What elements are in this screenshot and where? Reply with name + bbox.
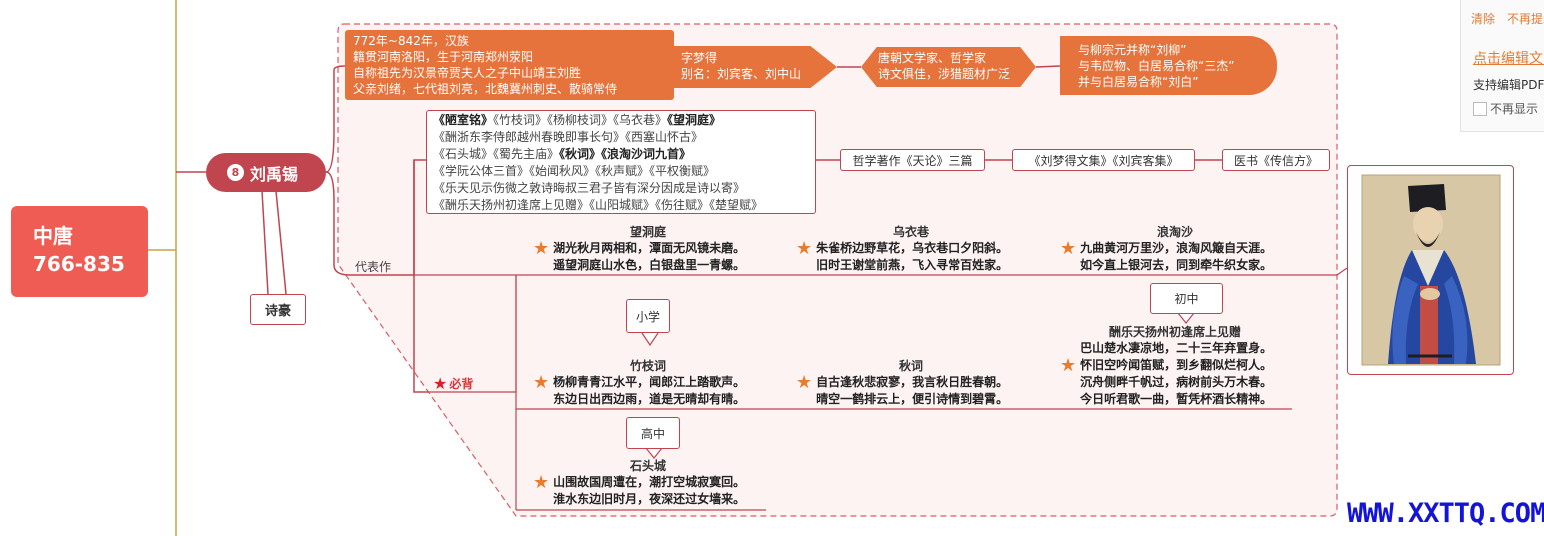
fame-line: 与韦应物、白居易合称“三杰” <box>1078 59 1235 73</box>
works-line: 《乐天见示伤微之敦诗晦叔三君子皆有深分因成是诗以寄》 <box>433 180 746 195</box>
poem-line: 巴山楚水凄凉地，二十三年弃置身。 <box>1080 341 1273 355</box>
works-line: 《学阮公体三首》《始闻秋风》《秋声赋》《平权衡赋》 <box>433 163 716 178</box>
poem-line: 今日听君歌一曲，暂凭杯酒长精神。 <box>1080 392 1273 406</box>
poem-wangdongting[interactable]: 望洞庭 ★ 湖光秋月两相和，潭面无风镜未磨。 遥望洞庭山水色，白银盘里一青螺。 <box>533 223 763 274</box>
bio-line: 父亲刘绪，七代祖刘亮，北魏冀州刺史、散骑常侍 <box>353 82 618 96</box>
biography-node[interactable]: 772年~842年，汉族 籍贯河南洛阳，生于河南郑州荥阳 自称祖先为汉景帝贾夫人… <box>345 30 674 100</box>
poem-shitoucheng[interactable]: 石头城 ★ 山围故国周遭在，潮打空城寂寞回。 淮水东边旧时月，夜深还过女墙来。 <box>533 457 763 508</box>
red-star-icon: ★ <box>433 374 448 393</box>
poem-zhuzhici[interactable]: 竹枝词 ★ 杨柳青青江水平，闻郎江上踏歌声。 东边日出西边雨，道是无晴却有晴。 <box>533 357 763 408</box>
works-line: 《陋室铭》《竹枝词》《杨柳枝词》《乌衣巷》《望洞庭》 <box>433 113 722 127</box>
star-icon: ★ <box>533 472 550 493</box>
works-line: 《酬乐天扬州初逢席上见赠》《山阳城赋》《伤往赋》《楚望赋》 <box>433 197 764 212</box>
courtesy-name: 字梦得 <box>681 51 718 65</box>
poem-title: 望洞庭 <box>629 225 666 239</box>
poet-node[interactable]: 8 刘禹锡 <box>206 153 326 192</box>
poem-line: 如今直上银河去，同到牵牛织女家。 <box>1080 258 1273 272</box>
poem-line: 怀旧空吟闻笛赋，到乡翻似烂柯人。 <box>1080 358 1273 372</box>
poem-wuyixiang[interactable]: 乌衣巷 ★ 朱雀桥边野草花，乌衣巷口夕阳斜。 旧时王谢堂前燕，飞入寻常百姓家。 <box>796 223 1026 274</box>
poem-title: 秋词 <box>898 359 923 373</box>
poet-index-badge: 8 <box>227 164 244 181</box>
philosophy-works-node[interactable]: 哲学著作《天论》三篇 <box>840 149 985 171</box>
works-line: 《石头城》《蜀先主庙》《秋词》《浪淘沙词九首》 <box>433 146 692 161</box>
poet-portrait-image <box>1361 174 1501 366</box>
courtesy-name-node[interactable]: 字梦得 别名：刘宾客、刘中山 <box>671 46 837 88</box>
representative-works-label[interactable]: 代表作 <box>355 260 392 274</box>
checkbox-icon[interactable] <box>1473 101 1487 116</box>
poem-title: 竹枝词 <box>629 359 666 373</box>
grade-senior-tag[interactable]: 高中 <box>626 417 680 449</box>
star-icon: ★ <box>533 372 550 393</box>
poem-line: 湖光秋月两相和，潭面无风镜未磨。 <box>553 241 746 255</box>
poem-line: 自古逢秋悲寂寥，我言秋日胜春朝。 <box>816 375 1009 389</box>
no-remind-button[interactable]: 不再提示 <box>1507 12 1544 26</box>
edit-text-link[interactable]: 点击编辑文字 <box>1473 51 1544 67</box>
grade-primary-tag[interactable]: 小学 <box>626 299 670 333</box>
star-icon: ★ <box>1060 355 1077 376</box>
medical-book-node[interactable]: 医书《传信方》 <box>1222 149 1330 171</box>
poem-line: 淮水东边旧时月，夜深还过女墙来。 <box>553 492 746 506</box>
career-line: 诗文俱佳，涉猎题材广泛 <box>878 67 1011 81</box>
fame-line: 与柳宗元并称“刘柳” <box>1078 43 1187 57</box>
poem-title: 石头城 <box>629 459 666 473</box>
poem-line: 杨柳青青江水平，闻郎江上踏歌声。 <box>553 375 746 389</box>
works-line: 《酬浙东李侍郎越州春晚即事长句》《西塞山怀古》 <box>433 129 704 144</box>
poem-line: 旧时王谢堂前燕，飞入寻常百姓家。 <box>816 258 1009 272</box>
poem-title: 浪淘沙 <box>1156 225 1193 239</box>
dont-show-again-checkbox[interactable]: 不再显示 <box>1473 100 1538 117</box>
career-line: 唐朝文学家、哲学家 <box>878 51 987 65</box>
era-name: 中唐 <box>33 224 73 248</box>
bio-line: 772年~842年，汉族 <box>353 34 469 48</box>
poem-line: 沉舟侧畔千帆过，病树前头万木春。 <box>1080 375 1273 389</box>
fame-node[interactable]: 与柳宗元并称“刘柳” 与韦应物、白居易合称“三杰” 并与白居易合称“刘白” <box>1060 36 1277 95</box>
poem-line: 晴空一鹤排云上，便引诗情到碧霄。 <box>816 392 1009 406</box>
star-icon: ★ <box>796 372 813 393</box>
poet-title-tag[interactable]: 诗豪 <box>250 294 306 325</box>
era-years: 766-835 <box>33 252 125 276</box>
collected-works-node[interactable]: 《刘梦得文集》《刘宾客集》 <box>1012 149 1195 171</box>
star-icon: ★ <box>1060 238 1077 259</box>
poet-name: 刘禹锡 <box>250 164 299 184</box>
star-icon: ★ <box>533 238 550 259</box>
site-watermark: WWW.XXTTQ.COM <box>1347 498 1544 529</box>
clear-button[interactable]: 清除 <box>1471 12 1496 26</box>
bio-line: 籍贯河南洛阳，生于河南郑州荥阳 <box>353 50 534 64</box>
poem-line: 朱雀桥边野草花，乌衣巷口夕阳斜。 <box>816 241 1009 255</box>
poem-line: 九曲黄河万里沙，浪淘风簸自天涯。 <box>1080 241 1273 255</box>
fame-line: 并与白居易合称“刘白” <box>1078 75 1199 89</box>
career-node[interactable]: 唐朝文学家、哲学家 诗文俱佳，涉猎题材广泛 <box>861 47 1036 87</box>
poem-line: 东边日出西边雨，道是无晴却有晴。 <box>553 392 746 406</box>
alias-names: 别名：刘宾客、刘中山 <box>681 67 802 81</box>
poem-line: 遥望洞庭山水色，白银盘里一青螺。 <box>553 258 746 272</box>
edit-side-panel: 清除不再提示 点击编辑文字 支持编辑PDF文件 不再显示 <box>1460 0 1544 132</box>
grade-junior-tag[interactable]: 初中 <box>1150 283 1223 314</box>
star-icon: ★ <box>796 238 813 259</box>
era-node[interactable]: 中唐 766-835 <box>11 206 148 297</box>
poet-portrait-frame[interactable] <box>1347 165 1514 375</box>
must-recite-label[interactable]: ★ 必背 <box>433 374 474 393</box>
poem-title: 乌衣巷 <box>892 225 929 239</box>
poem-line: 山围故国周遭在，潮打空城寂寞回。 <box>553 475 746 489</box>
edit-pdf-description: 支持编辑PDF文件 <box>1473 78 1544 92</box>
bio-line: 自称祖先为汉景帝贾夫人之子中山靖王刘胜 <box>353 66 582 80</box>
works-list-node[interactable]: 《陋室铭》《竹枝词》《杨柳枝词》《乌衣巷》《望洞庭》 《酬浙东李侍郎越州春晚即事… <box>426 110 816 214</box>
poem-langtaosha[interactable]: 浪淘沙 ★ 九曲黄河万里沙，浪淘风簸自天涯。 如今直上银河去，同到牵牛织女家。 <box>1060 223 1290 274</box>
poem-qiuci[interactable]: 秋词 ★ 自古逢秋悲寂寥，我言秋日胜春朝。 晴空一鹤排云上，便引诗情到碧霄。 <box>796 357 1026 408</box>
poem-yangzhou[interactable]: 酬乐天扬州初逢席上见赠 ★ 巴山楚水凄凉地，二十三年弃置身。 怀旧空吟闻笛赋，到… <box>1060 323 1290 408</box>
poem-title: 酬乐天扬州初逢席上见赠 <box>1108 325 1241 339</box>
